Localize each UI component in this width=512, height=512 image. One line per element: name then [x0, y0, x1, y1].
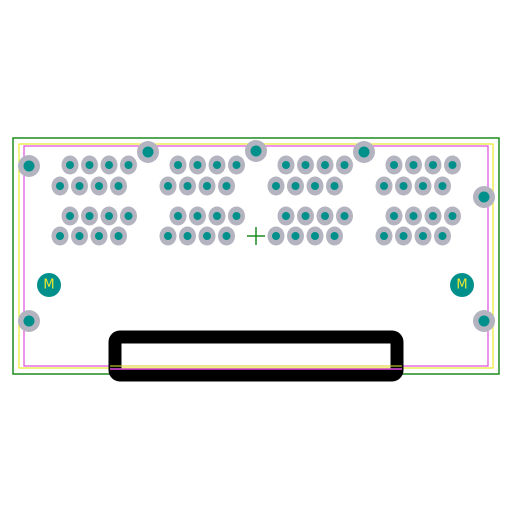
mounting-hole: M: [37, 273, 61, 297]
pin-pad: [405, 155, 422, 175]
shield-pad: [473, 186, 495, 208]
pin-pad: [336, 155, 353, 175]
pin-pad: [316, 155, 334, 175]
origin-cross: [247, 227, 265, 245]
pin-pad: [228, 206, 245, 226]
pin-pad: [287, 226, 304, 246]
pin-pad: [326, 176, 343, 196]
pin-pad: [218, 176, 235, 196]
pin-pad: [81, 206, 98, 226]
pin-pad: [395, 226, 412, 246]
pin-pad: [297, 206, 314, 226]
pin-pad: [110, 226, 127, 246]
shield-pad: [473, 310, 495, 332]
pin-pad: [267, 226, 285, 246]
pin-pad: [414, 226, 432, 246]
pin-pad: [120, 206, 137, 226]
pin-pad: [385, 206, 403, 226]
shield-pad: [245, 140, 267, 162]
mounting-hole: M: [450, 273, 474, 297]
pin-pad: [71, 176, 88, 196]
pin-pad: [208, 155, 226, 175]
pin-pad: [336, 206, 353, 226]
pin-pad: [375, 226, 393, 246]
pin-pad: [100, 155, 118, 175]
pin-pad: [385, 155, 403, 175]
shield-pads: [18, 140, 495, 332]
pin-pad: [444, 206, 461, 226]
mounting-hole-label: M: [456, 278, 467, 293]
pin-pad: [306, 226, 324, 246]
pin-pad: [189, 155, 206, 175]
shield-pad: [353, 141, 375, 163]
pin-pad: [297, 155, 314, 175]
pin-pad: [208, 206, 226, 226]
pin-pad: [444, 155, 461, 175]
pin-pad: [218, 226, 235, 246]
pin-pad: [159, 226, 177, 246]
pin-pad: [434, 176, 451, 196]
pin-pad: [424, 206, 442, 226]
pin-pad: [277, 155, 295, 175]
pin-pad: [90, 176, 108, 196]
pin-pad: [51, 226, 69, 246]
pin-pad: [100, 206, 118, 226]
mounting-hole-label: M: [43, 278, 54, 293]
pin-pad-array: [51, 155, 461, 246]
pin-pad: [90, 226, 108, 246]
pin-pad: [169, 206, 187, 226]
pin-pad: [61, 206, 79, 226]
pin-pad: [120, 155, 137, 175]
pin-pad: [424, 155, 442, 175]
pin-pad: [306, 176, 324, 196]
connector-body-outline: [108, 330, 404, 382]
pin-pad: [198, 176, 216, 196]
pin-pad: [189, 206, 206, 226]
shield-pad: [18, 155, 40, 177]
pin-pad: [326, 226, 343, 246]
pin-pad: [110, 176, 127, 196]
pin-pad: [414, 176, 432, 196]
pin-pad: [198, 226, 216, 246]
pin-pad: [71, 226, 88, 246]
pin-pad: [277, 206, 295, 226]
pin-pad: [159, 176, 177, 196]
pin-pad: [405, 206, 422, 226]
pin-pad: [375, 176, 393, 196]
pin-pad: [51, 176, 69, 196]
pin-pad: [267, 176, 285, 196]
pin-pad: [287, 176, 304, 196]
shield-pad: [18, 310, 40, 332]
pin-pad: [316, 206, 334, 226]
pin-pad: [434, 226, 451, 246]
shield-pad: [137, 141, 159, 163]
pin-pad: [169, 155, 187, 175]
pin-pad: [395, 176, 412, 196]
pin-pad: [228, 155, 245, 175]
pin-pad: [179, 226, 196, 246]
pin-pad: [61, 155, 79, 175]
pin-pad: [81, 155, 98, 175]
silkscreen-connector-body: [108, 330, 404, 382]
pin-pad: [179, 176, 196, 196]
